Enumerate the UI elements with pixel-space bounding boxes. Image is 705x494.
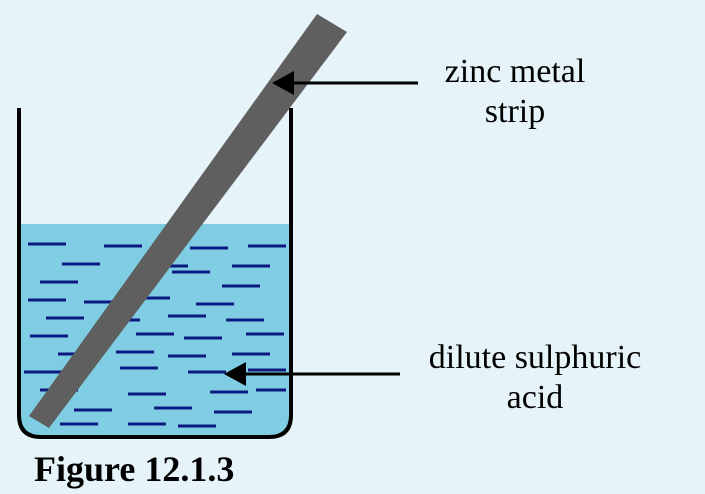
zinc-pointer-arrow [272, 71, 418, 95]
figure-caption: Figure 12.1.3 [34, 449, 235, 489]
acid-label-line2: acid [506, 379, 564, 416]
acid-liquid [19, 224, 291, 437]
beaker-outline [17, 108, 293, 439]
acid-label: dilute sulphuric acid [395, 338, 675, 418]
zinc-label-line1: zinc metal [444, 53, 586, 90]
acid-label-line1: dilute sulphuric [428, 339, 642, 376]
acid-pointer-arrow [224, 362, 400, 386]
zinc-strip-label: zinc metal strip [410, 52, 620, 132]
zinc-label-line2: strip [484, 93, 546, 130]
zinc-strip [29, 14, 347, 428]
